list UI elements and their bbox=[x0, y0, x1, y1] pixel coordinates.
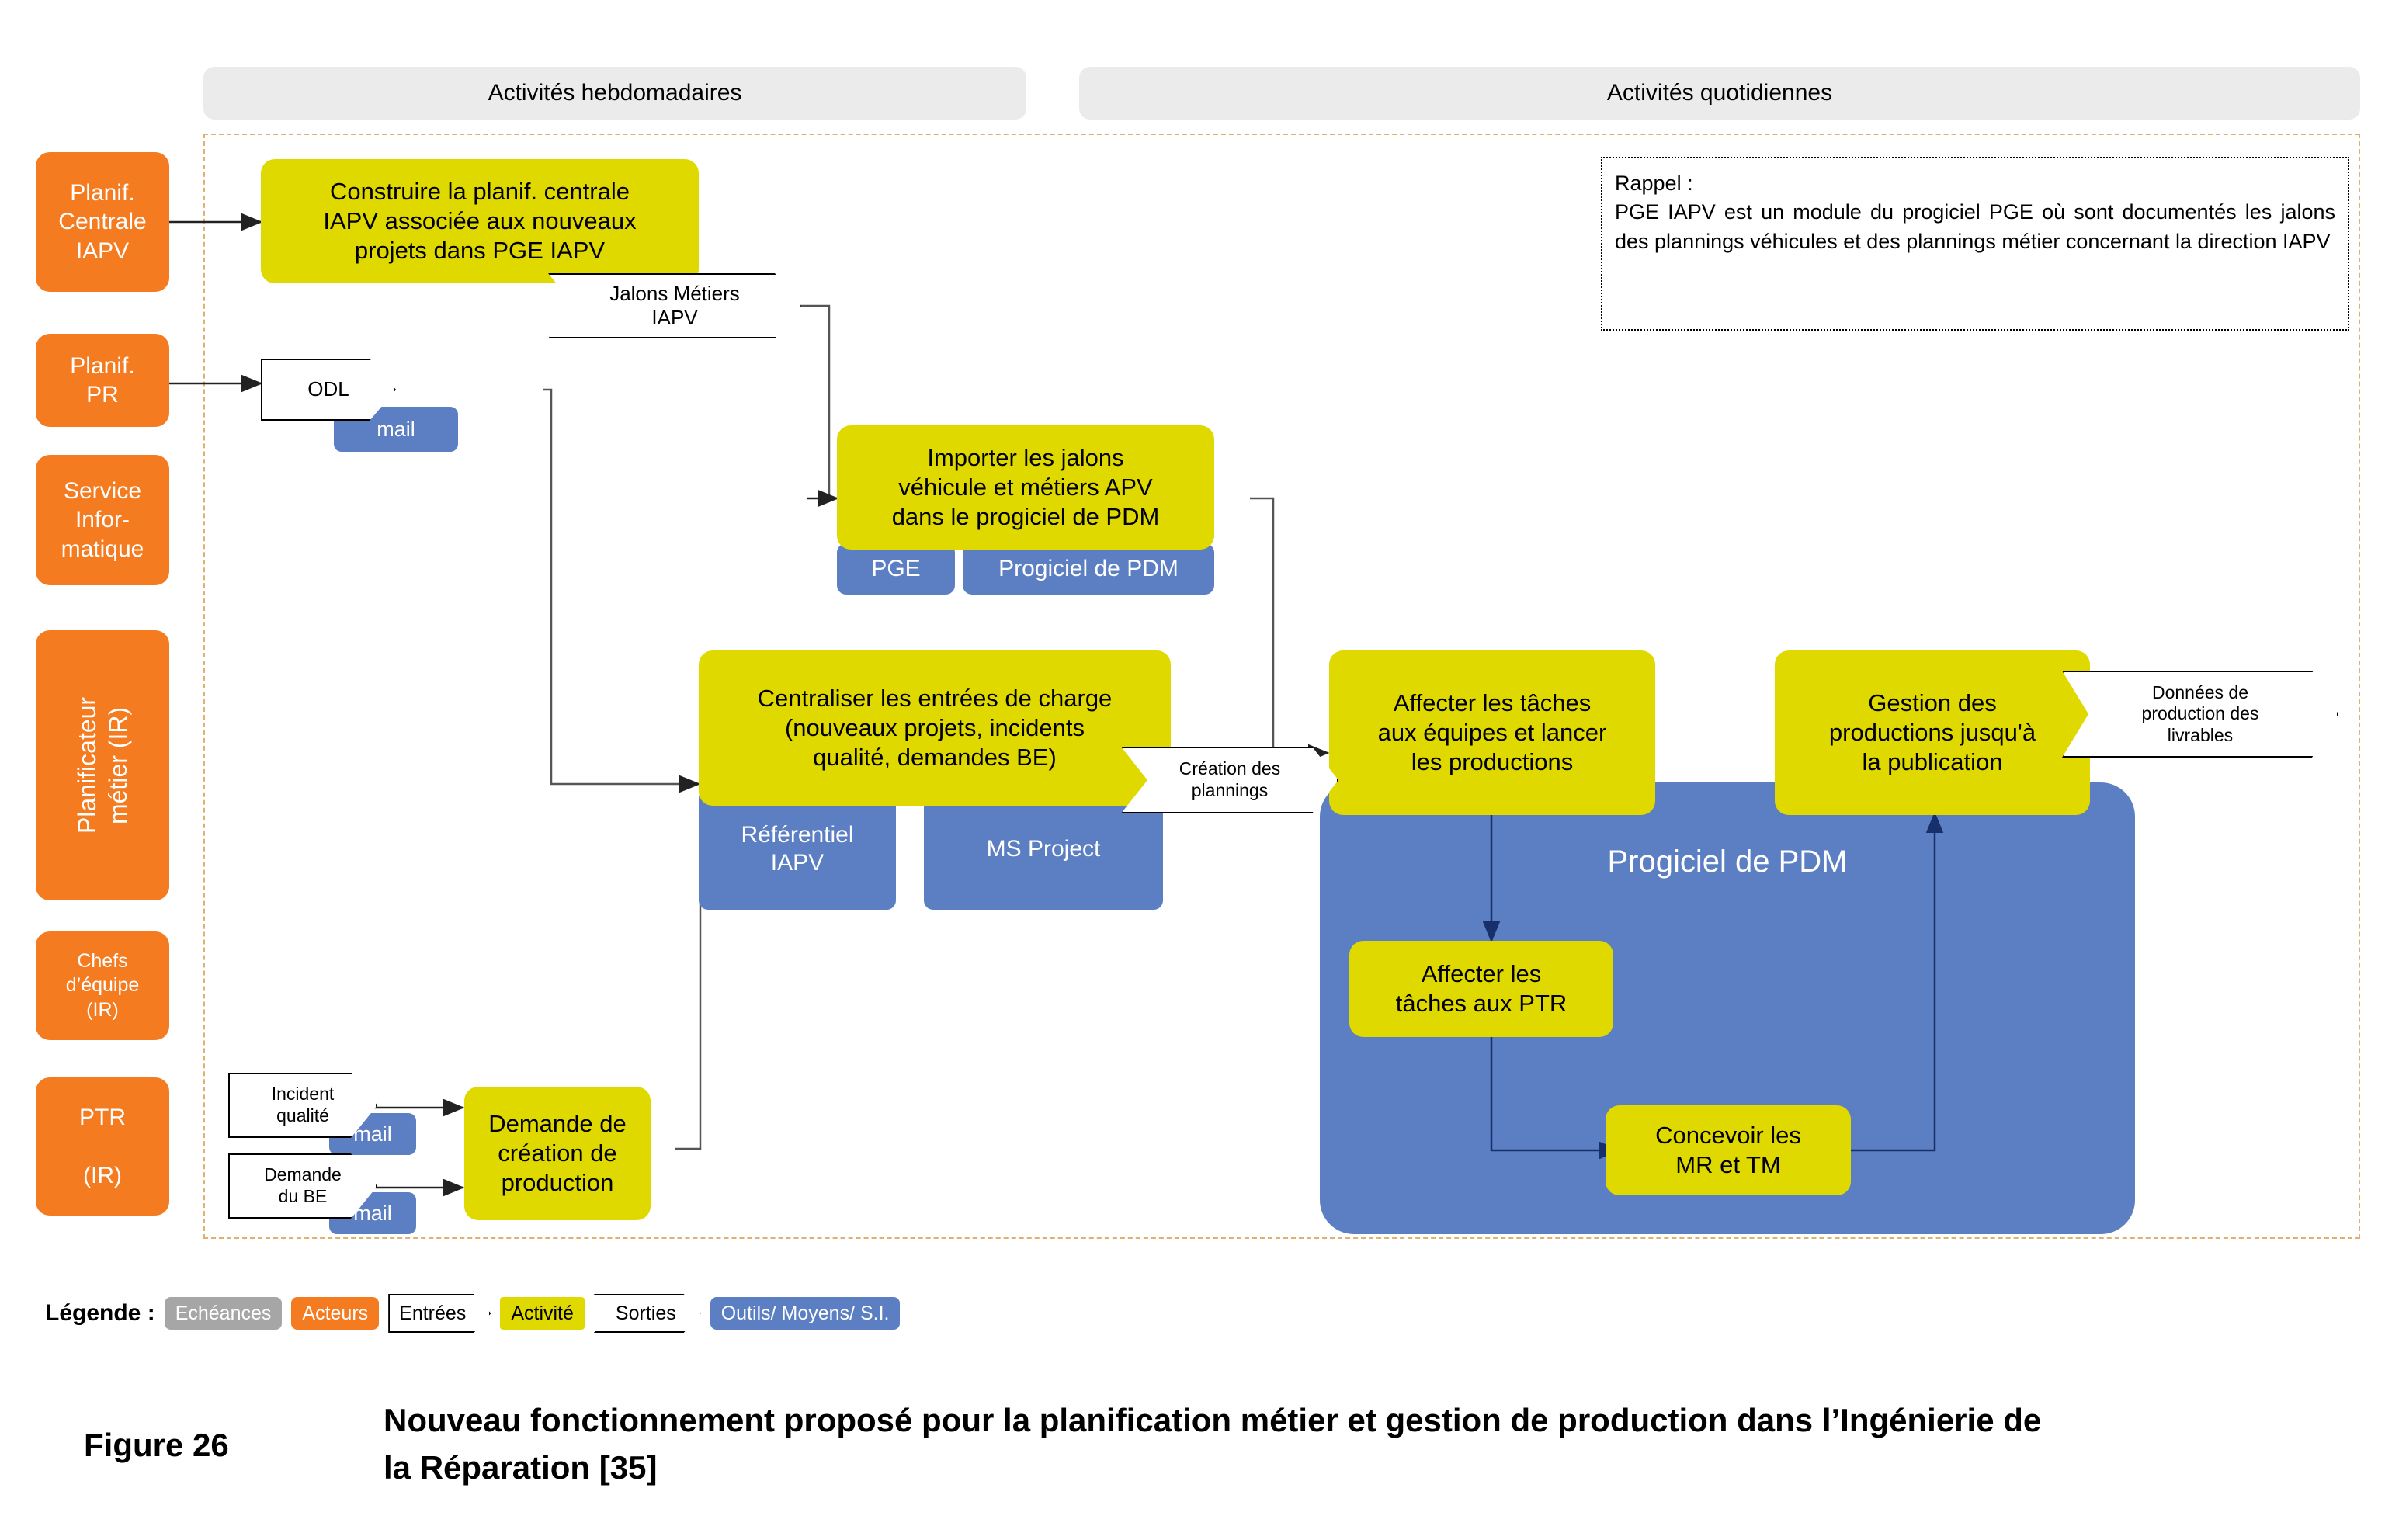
phase-header-daily: Activités quotidiennes bbox=[1079, 67, 2360, 120]
tool-label: mail bbox=[377, 417, 415, 441]
actor-planif-centrale-iapv[interactable]: Planif. Centrale IAPV bbox=[36, 152, 169, 292]
actor-label: Service Infor- matique bbox=[61, 477, 144, 562]
tool-label: MS Project bbox=[986, 836, 1101, 862]
phase-header-daily-label: Activités quotidiennes bbox=[1606, 80, 1833, 106]
tool-pge[interactable]: PGE bbox=[837, 543, 955, 595]
legend-item-entrees: Entrées bbox=[388, 1294, 491, 1333]
activity-construire-planif-centrale[interactable]: Construire la planif. centrale IAPV asso… bbox=[261, 159, 699, 283]
phase-header-weekly-label: Activités hebdomadaires bbox=[488, 80, 742, 106]
tool-progiciel-de-pdm[interactable]: Progiciel de PDM bbox=[963, 543, 1214, 595]
note-body: PGE IAPV est un module du progiciel PGE … bbox=[1615, 200, 2335, 253]
flow-odl[interactable]: ODL bbox=[261, 359, 396, 421]
legend-item-outils-moyens-si: Outils/ Moyens/ S.I. bbox=[710, 1297, 901, 1330]
flow-jalons-metiers-iapv[interactable]: Jalons Métiers IAPV bbox=[548, 273, 801, 338]
flow-label: Création des plannings bbox=[1179, 758, 1281, 800]
flow-label: Données de production des livrables bbox=[2141, 682, 2259, 745]
legend: Légende : Echéances Acteurs Entrées Acti… bbox=[45, 1290, 1147, 1337]
activity-label: Gestion des productions jusqu'à la publi… bbox=[1828, 689, 2036, 775]
activity-label: Centraliser les entrées de charge (nouve… bbox=[757, 685, 1113, 771]
legend-item-echeances: Echéances bbox=[164, 1297, 283, 1330]
flow-donnees-production-livrables[interactable]: Données de production des livrables bbox=[2062, 671, 2338, 758]
note-title: Rappel : bbox=[1615, 172, 1693, 195]
actor-label: Planif. PR bbox=[70, 352, 135, 408]
flow-label: Jalons Métiers IAPV bbox=[609, 281, 740, 329]
activity-affecter-taches-equipes[interactable]: Affecter les tâches aux équipes et lance… bbox=[1329, 650, 1655, 815]
activity-gestion-productions[interactable]: Gestion des productions jusqu'à la publi… bbox=[1775, 650, 2090, 815]
actor-planif-pr[interactable]: Planif. PR bbox=[36, 334, 169, 427]
tool-referentiel-iapv[interactable]: Référentiel IAPV bbox=[699, 789, 896, 910]
phase-header-weekly: Activités hebdomadaires bbox=[203, 67, 1026, 120]
activity-label: Concevoir les MR et TM bbox=[1655, 1122, 1801, 1178]
swimlane-frame bbox=[203, 134, 2360, 1239]
tool-ms-project[interactable]: MS Project bbox=[924, 789, 1163, 910]
legend-item-sorties: Sorties bbox=[594, 1294, 701, 1333]
legend-title: Légende : bbox=[45, 1300, 155, 1326]
flow-creation-des-plannings[interactable]: Création des plannings bbox=[1121, 747, 1338, 813]
activity-importer-jalons[interactable]: Importer les jalons véhicule et métiers … bbox=[837, 425, 1214, 550]
tool-label: Progiciel de PDM bbox=[998, 556, 1179, 581]
actor-label: Planif. Centrale IAPV bbox=[58, 179, 147, 264]
activity-concevoir-mr-tm[interactable]: Concevoir les MR et TM bbox=[1606, 1105, 1851, 1195]
actor-service-informatique[interactable]: Service Infor- matique bbox=[36, 455, 169, 585]
figure-number: Figure 26 bbox=[84, 1427, 229, 1463]
legend-item-activite: Activité bbox=[500, 1297, 585, 1330]
activity-demande-creation-production[interactable]: Demande de création de production bbox=[464, 1087, 651, 1220]
legend-item-acteurs: Acteurs bbox=[291, 1297, 380, 1330]
figure-caption: Nouveau fonctionnement proposé pour la p… bbox=[384, 1402, 2042, 1486]
actor-planificateur-metier-ir[interactable]: Planificateur métier (IR) bbox=[36, 630, 169, 900]
activity-label: Demande de création de production bbox=[488, 1110, 627, 1196]
actor-label: PTR (IR) bbox=[79, 1104, 126, 1188]
flow-demande-du-be[interactable]: Demande du BE bbox=[228, 1153, 377, 1219]
activity-label: Affecter les tâches aux équipes et lance… bbox=[1377, 689, 1607, 775]
tool-label: Progiciel de PDM bbox=[1607, 845, 1848, 879]
actor-label: Planificateur métier (IR) bbox=[73, 696, 132, 834]
note-rappel: Rappel : PGE IAPV est un module du progi… bbox=[1601, 157, 2349, 331]
activity-label: Affecter les tâches aux PTR bbox=[1395, 960, 1567, 1017]
activity-label: Construire la planif. centrale IAPV asso… bbox=[323, 178, 637, 264]
tool-label: Référentiel IAPV bbox=[741, 822, 854, 876]
flow-incident-qualite[interactable]: Incident qualité bbox=[228, 1073, 377, 1138]
flow-label: Demande du BE bbox=[264, 1164, 342, 1206]
actor-chefs-equipe-ir[interactable]: Chefs d’équipe (IR) bbox=[36, 931, 169, 1040]
activity-centraliser-entrees-charge[interactable]: Centraliser les entrées de charge (nouve… bbox=[699, 650, 1171, 806]
tool-label: PGE bbox=[871, 556, 921, 581]
flow-label: Incident qualité bbox=[271, 1084, 335, 1126]
tool-mail-odl[interactable]: mail bbox=[334, 407, 458, 452]
activity-affecter-taches-ptr[interactable]: Affecter les tâches aux PTR bbox=[1349, 941, 1613, 1037]
actor-ptr-ir[interactable]: PTR (IR) bbox=[36, 1077, 169, 1216]
activity-label: Importer les jalons véhicule et métiers … bbox=[891, 444, 1160, 530]
flow-label: ODL bbox=[307, 377, 349, 401]
actor-label: Chefs d’équipe (IR) bbox=[65, 950, 140, 1021]
